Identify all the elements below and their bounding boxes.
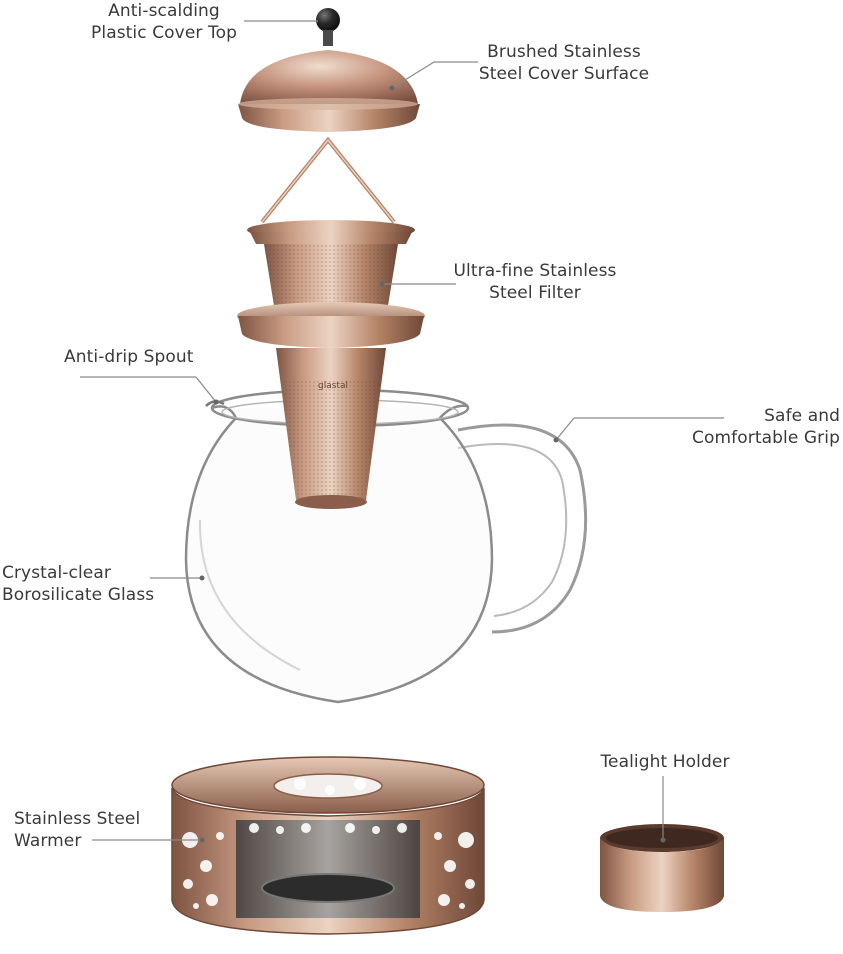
lid	[238, 8, 420, 132]
glass-pot	[184, 388, 588, 704]
label-line: Stainless Steel	[14, 809, 141, 829]
label-cover-top: Anti-scalding Plastic Cover Top	[84, 0, 244, 44]
label-line: Safe and	[764, 406, 840, 426]
leader-dots	[199, 85, 666, 843]
knob-icon	[316, 8, 340, 32]
label-cover-surface: Brushed Stainless Steel Cover Surface	[474, 41, 654, 85]
label-line: Crystal-clear	[2, 563, 111, 583]
label-filter: Ultra-fine Stainless Steel Filter	[446, 260, 624, 304]
label-warmer: Stainless Steel Warmer	[14, 808, 154, 852]
label-line: Steel Filter	[489, 283, 581, 303]
label-tealight: Tealight Holder	[590, 751, 740, 773]
label-grip: Safe and Comfortable Grip	[668, 405, 840, 449]
label-line: Tealight Holder	[600, 752, 730, 772]
leader-lines	[80, 20, 724, 841]
label-spout: Anti-drip Spout	[64, 346, 214, 368]
label-line: Plastic Cover Top	[91, 23, 237, 43]
label-line: Warmer	[14, 831, 82, 851]
label-line: Anti-drip Spout	[64, 347, 194, 367]
label-line: Anti-scalding	[108, 1, 220, 21]
label-line: Comfortable Grip	[692, 428, 840, 448]
label-line: Borosilicate Glass	[2, 585, 155, 605]
label-line: Brushed Stainless	[487, 42, 641, 62]
filter-basket: glastal	[237, 220, 425, 509]
label-line: Ultra-fine Stainless	[453, 261, 617, 281]
brand-mark: glastal	[318, 381, 348, 391]
filter-handle	[260, 136, 396, 224]
tealight-cup	[600, 824, 724, 912]
label-glass: Crystal-clear Borosilicate Glass	[2, 562, 155, 606]
warmer	[171, 756, 485, 935]
label-line: Steel Cover Surface	[478, 64, 650, 84]
